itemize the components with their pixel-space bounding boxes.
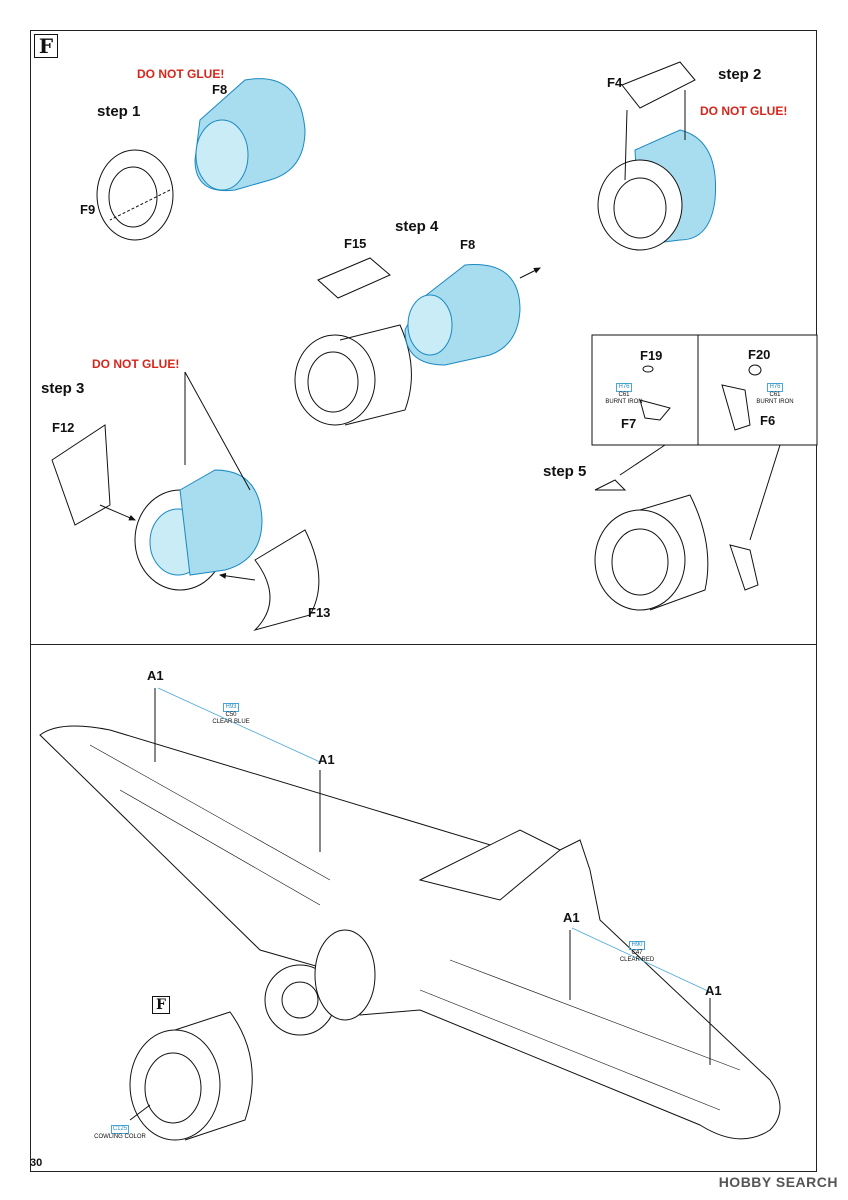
step4-assembly [294, 257, 521, 426]
warning-step2: DO NOT GLUE! [700, 104, 788, 118]
warning-step1: DO NOT GLUE! [137, 67, 225, 81]
part-label-f8: F8 [212, 82, 228, 97]
part-label-f4: F4 [607, 75, 623, 90]
part-label-f9: F9 [80, 202, 96, 217]
part-label-f20: F20 [748, 347, 771, 362]
color-callout-clear-red: H90 C47 CLEAR RED [619, 941, 655, 963]
step3-label: step 3 [41, 380, 85, 397]
step1-f8-cylinder [194, 78, 306, 192]
step4-label: step 4 [395, 218, 439, 235]
watermark: HOBBY SEARCH [718, 1174, 838, 1190]
color-callout-f20: H76 C61 BURNT IRON [756, 383, 794, 405]
part-label-a1-left-outer: A1 [147, 668, 164, 683]
part-label-f15: F15 [344, 236, 367, 251]
cowling [129, 1011, 253, 1141]
step3-assembly [51, 424, 320, 631]
step5-inset-boxes [591, 334, 818, 446]
part-label-f8-step4: F8 [460, 237, 476, 252]
part-label-a1-right-outer: A1 [705, 983, 722, 998]
color-callout-clear-blue: H93 C50 CLEAR BLUE [212, 703, 250, 725]
step5-label: step 5 [543, 463, 587, 480]
step1-f9-ring [96, 149, 174, 241]
step2-assembly [597, 61, 717, 251]
section-divider [30, 644, 817, 645]
part-label-f7: F7 [621, 416, 637, 431]
page-frame [30, 30, 817, 1172]
part-label-f13: F13 [308, 605, 331, 620]
part-label-f12: F12 [52, 420, 75, 435]
step2-label: step 2 [718, 66, 762, 83]
part-label-a1-left-inner: A1 [318, 752, 335, 767]
section-letter-box: F [34, 34, 58, 58]
part-label-a1-right-inner: A1 [563, 910, 580, 925]
page-number: 30 [30, 1157, 43, 1169]
step5-assembly [594, 479, 759, 611]
color-callout-cowling: C125 COWLING COLOR [94, 1125, 146, 1140]
part-label-f6: F6 [760, 413, 776, 428]
section-letter-box-small: F [152, 996, 170, 1014]
color-callout-f19: H76 C61 BURNT IRON [605, 383, 643, 405]
step1-label: step 1 [97, 103, 141, 120]
part-label-f19: F19 [640, 348, 663, 363]
warning-step3: DO NOT GLUE! [92, 357, 180, 371]
aircraft-outline [39, 725, 781, 1140]
